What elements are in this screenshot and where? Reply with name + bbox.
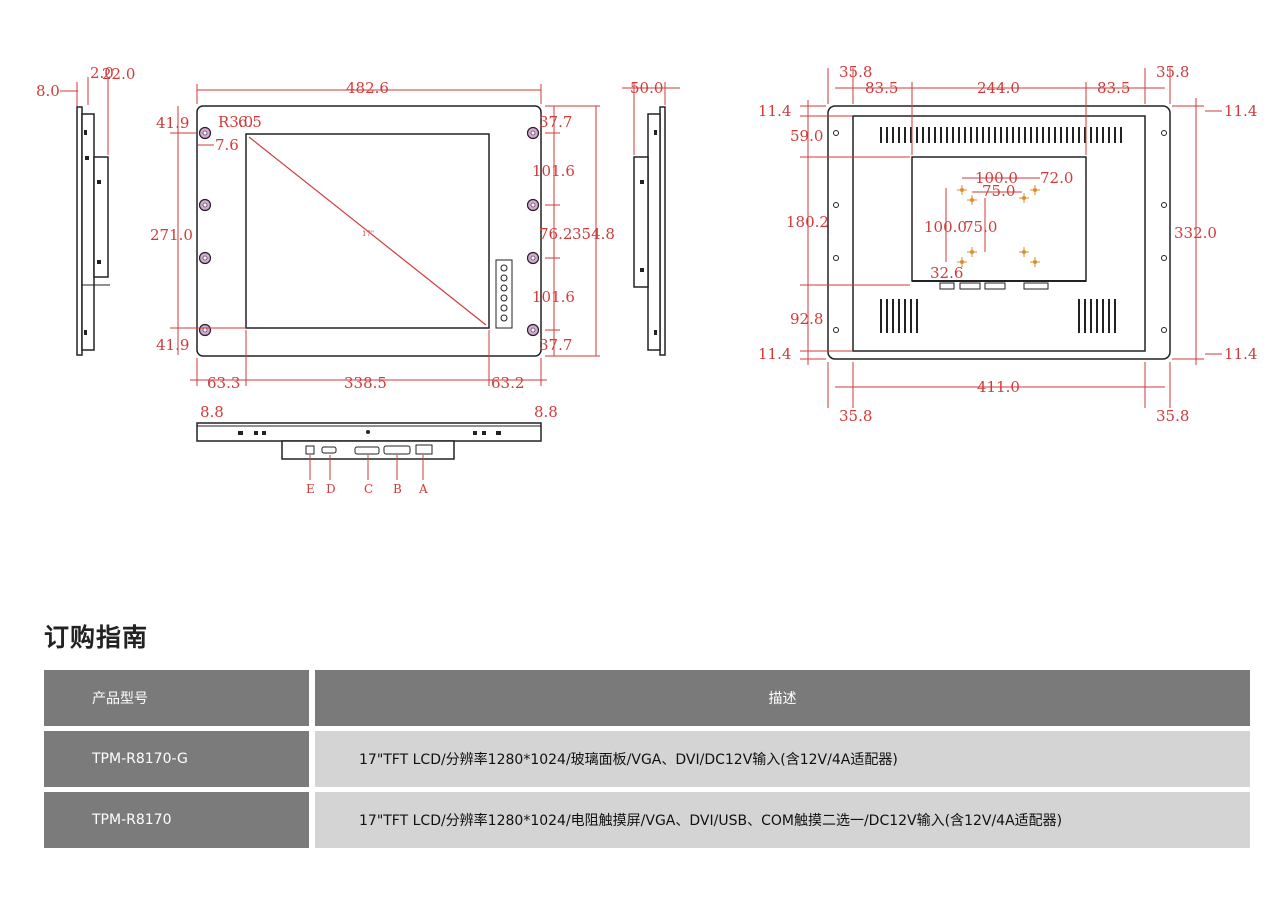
- dim-back-bottom-width: 411.0: [977, 378, 1020, 396]
- dim-hole-offset: 7.6: [215, 136, 239, 154]
- back-hole: [1161, 255, 1167, 261]
- dim-side-top-left: 8.0: [36, 82, 60, 100]
- dim-front-right-top: 37.7: [539, 113, 572, 131]
- dim-back-top-a: 83.5: [865, 79, 898, 97]
- back-hole: [833, 255, 839, 261]
- dim-back-left-b: 59.0: [790, 127, 823, 145]
- technical-drawing: 8.0 2.0 22.0 17" 482.6 R3.0 6.5 7.6 41.9…: [36, 63, 1257, 496]
- back-view: 35.8 83.5 244.0 83.5 35.8 11.4 59.0 180.…: [758, 63, 1257, 425]
- dim-front-bottom-left: 63.3: [207, 374, 240, 392]
- port-label: B: [393, 482, 402, 496]
- osd-button: [500, 274, 508, 282]
- table-row: TPM-R8170-G 17"TFT LCD/分辨率1280*1024/玻璃面板…: [44, 731, 1250, 787]
- dim-front-left-top: 41.9: [156, 114, 189, 132]
- order-table: 产品型号 描述 TPM-R8170-G 17"TFT LCD/分辨率1280*1…: [44, 670, 1250, 853]
- back-hole: [1161, 327, 1167, 333]
- osd-button: [500, 294, 508, 302]
- header-desc: 描述: [315, 670, 1250, 726]
- dim-corner-radius: R3.0: [218, 113, 253, 131]
- table-row: TPM-R8170 17"TFT LCD/分辨率1280*1024/电阻触摸屏/…: [44, 792, 1250, 848]
- mounting-holes: [198, 126, 540, 337]
- front-view: 17" 482.6 R3.0 6.5 7.6 41.9 271.0 41.9 3…: [150, 79, 615, 421]
- vesa-hole: [960, 188, 964, 192]
- dim-vesa-v-75: 75.0: [964, 218, 997, 236]
- dim-front-bottom-mid: 338.5: [344, 374, 387, 392]
- header-model: 产品型号: [44, 670, 309, 726]
- dim-front-right-a: 101.6: [532, 162, 575, 180]
- side-view-right: 50.0: [622, 79, 680, 356]
- dim-vesa-bottom: 32.6: [930, 264, 963, 282]
- dim-side-right-depth: 50.0: [630, 79, 663, 97]
- dim-side-top-a: 2.0: [90, 64, 114, 82]
- dim-back-left-d: 11.4: [758, 345, 791, 363]
- osd-button: [500, 264, 508, 272]
- back-hole: [1161, 130, 1167, 136]
- dim-back-top-mid: 244.0: [977, 79, 1020, 97]
- dim-back-left-c: 92.8: [790, 310, 823, 328]
- dim-back-top-left: 35.8: [839, 63, 872, 81]
- dim-front-height: 354.8: [572, 225, 615, 243]
- osd-button: [500, 304, 508, 312]
- back-hole: [1161, 202, 1167, 208]
- dim-front-bottom-right: 63.2: [491, 374, 524, 392]
- dim-front-right-mid: 76.2: [539, 225, 572, 243]
- port-label: E: [306, 482, 315, 496]
- dim-back-left-a: 11.4: [758, 102, 791, 120]
- vesa-hole: [1033, 188, 1037, 192]
- dim-front-foot-left: 8.8: [200, 403, 224, 421]
- vesa-hole: [970, 250, 974, 254]
- dim-side-top-b: 22.0: [102, 65, 135, 83]
- screen-size-label: 17": [362, 230, 374, 238]
- model-cell: TPM-R8170: [44, 792, 309, 848]
- dim-back-left-mid: 180.2: [786, 213, 829, 231]
- vent-slots: [880, 127, 1122, 333]
- back-mounting-holes: [833, 130, 1167, 333]
- port-label: A: [418, 482, 428, 496]
- vesa-hole: [1022, 250, 1026, 254]
- dim-front-right-bottom: 37.7: [539, 336, 572, 354]
- osd-button: [500, 314, 508, 322]
- dim-vesa-h-75: 75.0: [982, 182, 1015, 200]
- dim-vesa-h-72: 72.0: [1040, 169, 1073, 187]
- vesa-holes: [957, 185, 1040, 267]
- vesa-hole: [1033, 260, 1037, 264]
- section-title: 订购指南: [44, 623, 149, 652]
- model-cell: TPM-R8170-G: [44, 731, 309, 787]
- table-header-row: 产品型号 描述: [44, 670, 1250, 726]
- dim-back-right-d: 11.4: [1224, 345, 1257, 363]
- port-label: D: [326, 482, 336, 496]
- dim-vesa-v-100: 100.0: [924, 218, 967, 236]
- back-hole: [833, 202, 839, 208]
- osd-button: [500, 284, 508, 292]
- dim-back-bottom-left: 35.8: [839, 407, 872, 425]
- vesa-hole: [960, 260, 964, 264]
- front-buttons: [500, 264, 508, 322]
- vesa-hole: [970, 198, 974, 202]
- side-view-left: 8.0 2.0 22.0: [36, 64, 135, 356]
- dim-front-foot-right: 8.8: [534, 403, 558, 421]
- dim-back-bottom-right: 35.8: [1156, 407, 1189, 425]
- dim-vesa-h-100: 100.0: [975, 169, 1018, 187]
- dim-front-width: 482.6: [346, 79, 389, 97]
- dim-hole: 6.5: [238, 113, 262, 131]
- dim-front-right-b: 101.6: [532, 288, 575, 306]
- dim-back-top-right: 35.8: [1156, 63, 1189, 81]
- dim-back-right-a: 11.4: [1224, 102, 1257, 120]
- vesa-hole: [1022, 196, 1026, 200]
- dim-front-left-bottom: 41.9: [156, 336, 189, 354]
- dim-back-top-b: 83.5: [1097, 79, 1130, 97]
- desc-cell: 17"TFT LCD/分辨率1280*1024/玻璃面板/VGA、DVI/DC1…: [315, 731, 1250, 787]
- dim-front-left-height: 271.0: [150, 226, 193, 244]
- back-hole: [833, 327, 839, 333]
- port-label: C: [364, 482, 373, 496]
- back-hole: [833, 130, 839, 136]
- desc-cell: 17"TFT LCD/分辨率1280*1024/电阻触摸屏/VGA、DVI/US…: [315, 792, 1250, 848]
- dim-back-right-height: 332.0: [1174, 224, 1217, 242]
